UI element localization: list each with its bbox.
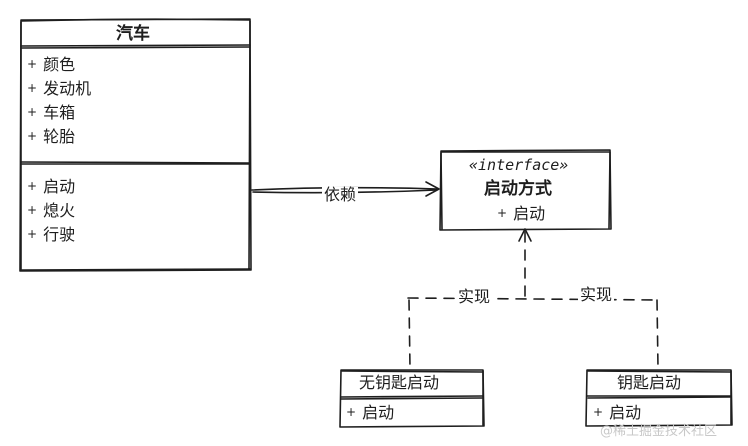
- interface-method-start: + 启动: [497, 206, 545, 222]
- method-label: 启动: [43, 177, 76, 196]
- watermark-text: @稀土掘金技术社区: [600, 424, 718, 439]
- visibility-symbol: +: [593, 405, 604, 419]
- dependency-label: 依赖: [322, 185, 359, 204]
- realization-label-right: 实现: [578, 285, 615, 304]
- start-interface-box: [439, 149, 612, 231]
- realization-arrowhead: [518, 228, 532, 242]
- car-attribute-compartment: + 车箱: [27, 105, 75, 121]
- car-method-start: + 启动: [27, 179, 75, 195]
- car-method-drive: + 行驶: [27, 227, 75, 243]
- attribute-label: 轮胎: [43, 127, 76, 146]
- visibility-symbol: +: [27, 129, 38, 143]
- car-method-stop: + 熄火: [27, 203, 75, 219]
- interface-name: 启动方式: [484, 179, 552, 199]
- key-class-name: 钥匙启动: [617, 373, 682, 392]
- car-attribute-tire: + 轮胎: [27, 129, 75, 145]
- attribute-label: 颜色: [43, 55, 76, 74]
- method-label: 熄火: [43, 201, 76, 220]
- visibility-symbol: +: [27, 81, 38, 95]
- visibility-symbol: +: [497, 206, 508, 220]
- method-label: 启动: [609, 403, 642, 422]
- visibility-symbol: +: [27, 203, 38, 217]
- method-label: 启动: [513, 204, 546, 223]
- keyless-method-start: + 启动: [346, 405, 394, 421]
- method-label: 启动: [362, 403, 395, 422]
- car-class-name: 汽车: [116, 24, 150, 44]
- method-label: 行驶: [43, 225, 76, 244]
- visibility-symbol: +: [346, 405, 357, 419]
- car-attribute-color: + 颜色: [27, 57, 75, 73]
- car-class-box: [19, 18, 252, 272]
- visibility-symbol: +: [27, 227, 38, 241]
- keyless-class-name: 无钥匙启动: [359, 373, 440, 392]
- key-method-start: + 启动: [593, 405, 641, 421]
- visibility-symbol: +: [27, 179, 38, 193]
- car-attribute-engine: + 发动机: [27, 81, 91, 97]
- visibility-symbol: +: [27, 57, 38, 71]
- interface-stereotype: «interface»: [469, 156, 569, 174]
- attribute-label: 发动机: [43, 79, 92, 98]
- keyless-class-box: [339, 369, 485, 428]
- realization-connector: [407, 231, 659, 369]
- visibility-symbol: +: [27, 105, 38, 119]
- attribute-label: 车箱: [43, 103, 76, 122]
- key-class-box: [585, 369, 733, 427]
- realization-label-left: 实现: [456, 287, 493, 306]
